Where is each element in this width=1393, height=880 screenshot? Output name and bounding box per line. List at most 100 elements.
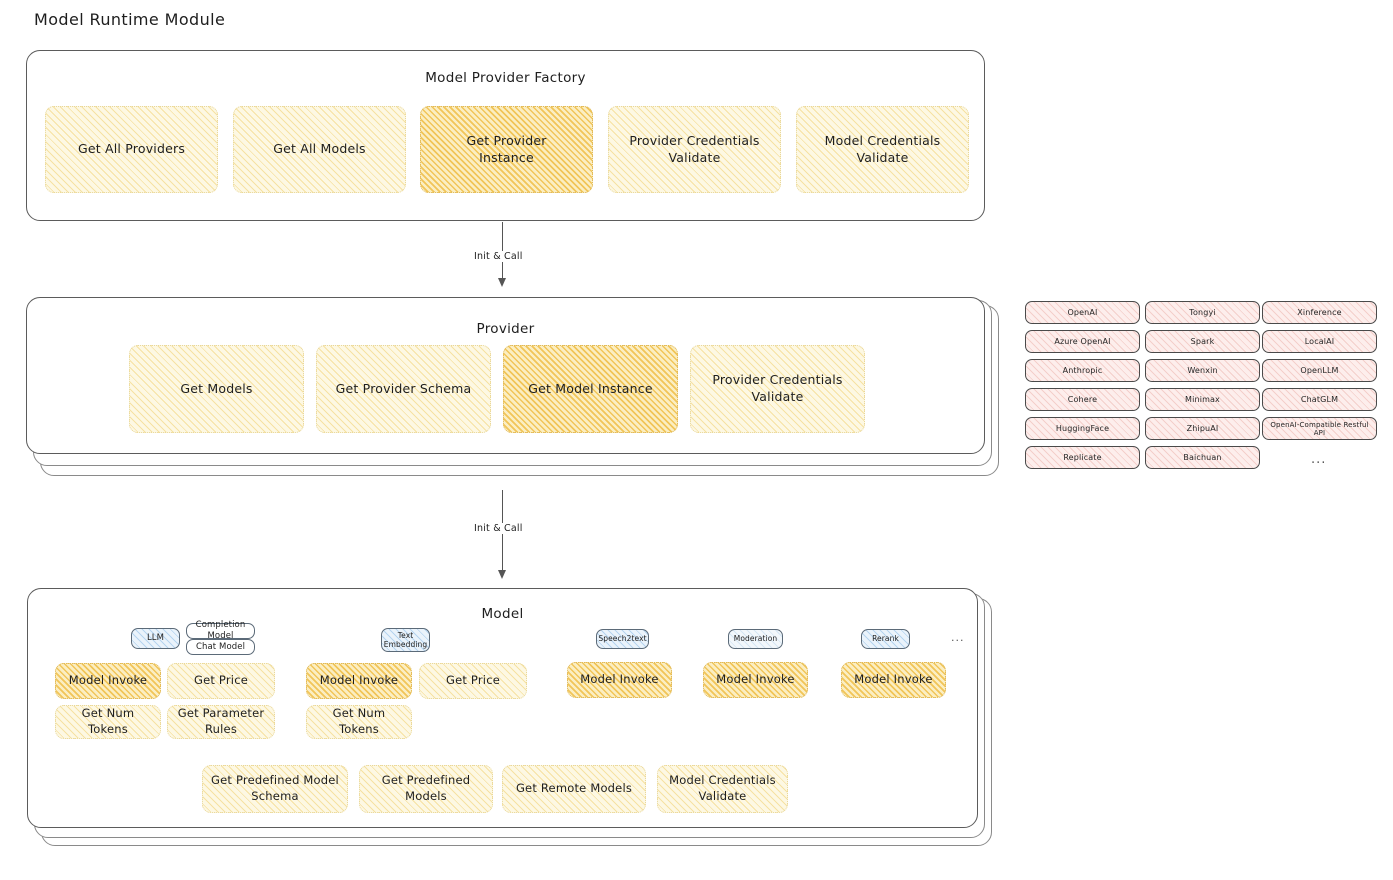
provider-chip-openllm[interactable]: OpenLLM: [1262, 359, 1377, 382]
node-label: Model Invoke: [580, 672, 659, 687]
node-label: Get Price: [193, 673, 248, 688]
provider-title: Provider: [476, 321, 535, 337]
node-label: Get Predefined Model Schema: [211, 773, 339, 803]
node-label: Model Credentials Validate: [669, 773, 776, 803]
node-label: Get Remote Models: [515, 781, 633, 796]
model-provider-factory-title: Model Provider Factory: [425, 70, 586, 86]
provider-chip-anthropic[interactable]: Anthropic: [1025, 359, 1140, 382]
model-title: Model: [481, 606, 524, 622]
pill-label: Chat Model: [195, 641, 246, 652]
node-get-provider-instance[interactable]: Get Provider Instance: [420, 106, 593, 193]
provider-chip-zhipuai[interactable]: ZhipuAI: [1145, 417, 1260, 440]
chip-label: Replicate: [1063, 453, 1102, 462]
provider-chip-azure-openai[interactable]: Azure OpenAI: [1025, 330, 1140, 353]
arrow-provider-to-model-head: [498, 570, 506, 579]
provider-chip-chatglm[interactable]: ChatGLM: [1262, 388, 1377, 411]
provider-chip-replicate[interactable]: Replicate: [1025, 446, 1140, 469]
provider-chip-openai[interactable]: OpenAI: [1025, 301, 1140, 324]
node-get-provider-schema[interactable]: Get Provider Schema: [316, 345, 491, 433]
page-title: Model Runtime Module: [34, 10, 226, 29]
node-get-all-models[interactable]: Get All Models: [233, 106, 406, 193]
node-label: Get Provider Instance: [466, 132, 547, 165]
node-text-embedding-get-num-tokens[interactable]: Get Num Tokens: [306, 705, 412, 739]
provider-chip-spark[interactable]: Spark: [1145, 330, 1260, 353]
node-label: Model Invoke: [68, 673, 148, 688]
node-label: Get Price: [445, 673, 500, 688]
provider-chip-cohere[interactable]: Cohere: [1025, 388, 1140, 411]
provider-chip-minimax[interactable]: Minimax: [1145, 388, 1260, 411]
node-get-remote-models[interactable]: Get Remote Models: [502, 765, 646, 813]
chip-label: LocalAI: [1304, 337, 1335, 346]
node-model-credentials-validate-factory[interactable]: Model Credentials Validate: [796, 106, 969, 193]
model-subtype-chat-model[interactable]: Chat Model: [186, 639, 255, 655]
provider-chip-tongyi[interactable]: Tongyi: [1145, 301, 1260, 324]
node-label: Get Provider Schema: [335, 380, 472, 396]
pill-label: Rerank: [872, 634, 899, 644]
node-label: Model Credentials Validate: [824, 132, 941, 165]
node-label: Get All Models: [273, 141, 366, 157]
model-type-moderation[interactable]: Moderation: [728, 629, 783, 649]
node-label: Model Invoke: [854, 672, 933, 687]
node-llm-get-price[interactable]: Get Price: [167, 663, 275, 699]
node-label: Model Invoke: [319, 673, 399, 688]
arrow-factory-to-provider-head: [498, 278, 506, 287]
chip-label: Azure OpenAI: [1054, 337, 1111, 346]
provider-chip-openai-compatible-restful-api[interactable]: OpenAI-Compatible Restful API: [1262, 417, 1377, 440]
node-get-all-providers[interactable]: Get All Providers: [45, 106, 218, 193]
chip-label: ChatGLM: [1300, 395, 1339, 404]
chip-label: Minimax: [1185, 395, 1220, 404]
node-text-embedding-get-price[interactable]: Get Price: [419, 663, 527, 699]
node-label: Get Models: [180, 380, 253, 396]
node-llm-get-parameter-rules[interactable]: Get Parameter Rules: [167, 705, 275, 739]
node-text-embedding-model-invoke[interactable]: Model Invoke: [306, 663, 412, 699]
pill-label: Speech2text: [598, 634, 647, 644]
pill-label: Moderation: [733, 634, 778, 644]
chip-label: Tongyi: [1189, 308, 1216, 317]
arrow-provider-to-model-label: Init & Call: [470, 523, 527, 534]
node-provider-credentials-validate-factory[interactable]: Provider Credentials Validate: [608, 106, 781, 193]
arrow-factory-to-provider-label: Init & Call: [470, 251, 527, 262]
node-rerank-model-invoke[interactable]: Model Invoke: [841, 662, 946, 698]
provider-chip-baichuan[interactable]: Baichuan: [1145, 446, 1260, 469]
pill-label: Text Embedding: [383, 630, 428, 649]
node-moderation-model-invoke[interactable]: Model Invoke: [703, 662, 808, 698]
node-label: Get Model Instance: [528, 380, 653, 396]
model-type-rerank[interactable]: Rerank: [861, 629, 910, 649]
node-get-predefined-models[interactable]: Get Predefined Models: [359, 765, 493, 813]
pill-label: LLM: [146, 633, 165, 644]
node-label: Provider Credentials Validate: [712, 372, 843, 404]
node-label: Get Num Tokens: [332, 706, 386, 736]
node-get-model-instance[interactable]: Get Model Instance: [503, 345, 678, 433]
provider-list-more: ...: [1311, 452, 1327, 467]
model-type-llm[interactable]: LLM: [131, 628, 180, 649]
node-provider-credentials-validate[interactable]: Provider Credentials Validate: [690, 345, 865, 433]
chip-label: OpenLLM: [1300, 366, 1339, 375]
model-type-speech2text[interactable]: Speech2text: [596, 629, 649, 649]
chip-label: OpenAI: [1067, 308, 1098, 317]
chip-label: Wenxin: [1187, 366, 1218, 375]
chip-label: Anthropic: [1062, 366, 1103, 375]
chip-label: Spark: [1190, 337, 1215, 346]
node-label: Get Parameter Rules: [177, 706, 265, 736]
node-get-predefined-model-schema[interactable]: Get Predefined Model Schema: [202, 765, 348, 813]
node-label: Get Predefined Models: [381, 773, 471, 803]
node-model-credentials-validate[interactable]: Model Credentials Validate: [657, 765, 788, 813]
provider-chip-localai[interactable]: LocalAI: [1262, 330, 1377, 353]
chip-label: Xinference: [1297, 308, 1342, 317]
node-llm-get-num-tokens[interactable]: Get Num Tokens: [55, 705, 161, 739]
node-speech2text-model-invoke[interactable]: Model Invoke: [567, 662, 672, 698]
node-label: Model Invoke: [716, 672, 795, 687]
provider-chip-xinference[interactable]: Xinference: [1262, 301, 1377, 324]
model-subtype-completion-model[interactable]: Completion Model: [186, 620, 255, 641]
model-type-text-embedding[interactable]: Text Embedding: [381, 628, 430, 652]
node-label: Get Num Tokens: [81, 706, 135, 736]
provider-chip-huggingface[interactable]: HuggingFace: [1025, 417, 1140, 440]
node-label: Provider Credentials Validate: [629, 132, 760, 165]
node-get-models[interactable]: Get Models: [129, 345, 304, 433]
pill-label: Completion Model: [195, 620, 246, 641]
node-llm-model-invoke[interactable]: Model Invoke: [55, 663, 161, 699]
chip-label: Baichuan: [1183, 453, 1222, 462]
chip-label: ZhipuAI: [1186, 424, 1219, 433]
provider-chip-wenxin[interactable]: Wenxin: [1145, 359, 1260, 382]
